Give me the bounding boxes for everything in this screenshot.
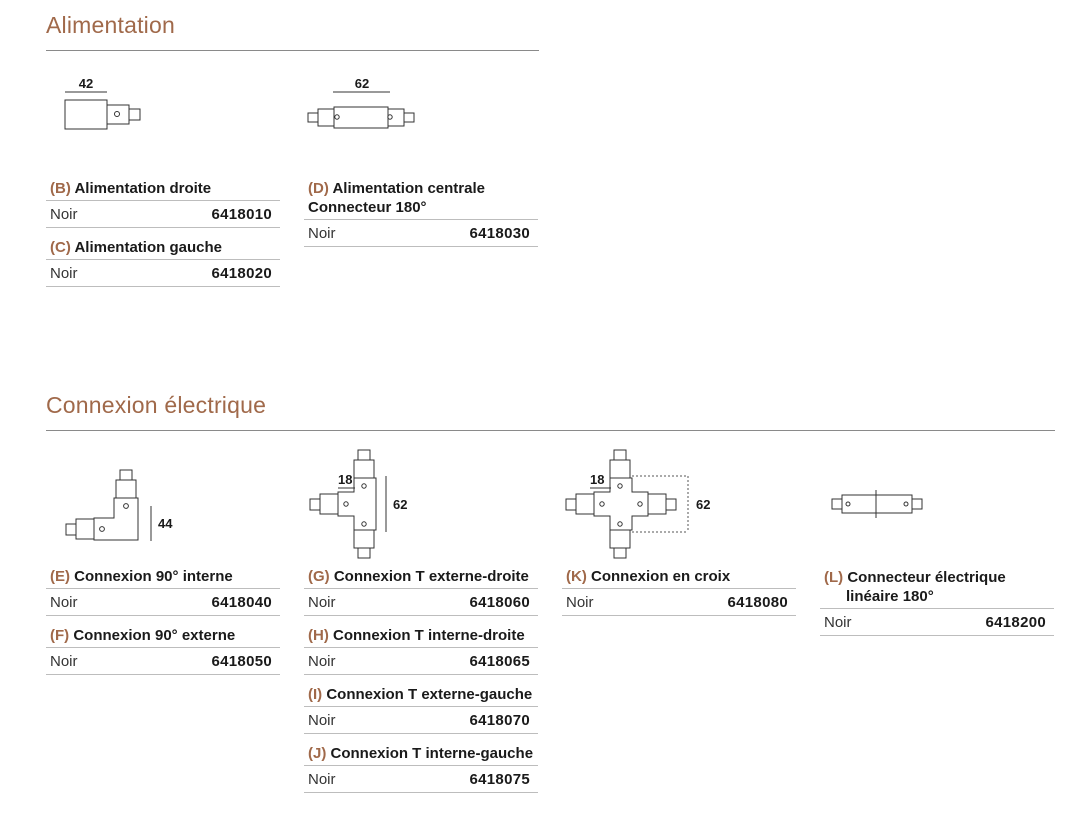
- product-title: (J) Connexion T interne-gauche: [304, 744, 538, 766]
- product-name: Connexion T interne-droite: [333, 627, 525, 644]
- product-code: (G): [308, 568, 330, 585]
- product-color: Noir: [50, 265, 78, 282]
- product-code: (I): [308, 686, 323, 703]
- product-name: Connexion en croix: [591, 568, 731, 585]
- product-color: Noir: [308, 225, 336, 242]
- product-code: (B): [50, 180, 71, 197]
- product-reference: 6418050: [211, 653, 272, 670]
- product-color: Noir: [308, 653, 336, 670]
- product-reference: 6418075: [469, 771, 530, 788]
- product-color: Noir: [50, 594, 78, 611]
- product-color: Noir: [824, 614, 852, 631]
- product-color: Noir: [50, 653, 78, 670]
- drawing-connexion-croix: 18 62: [565, 449, 710, 559]
- product-name: Connexion 90° externe: [73, 627, 236, 644]
- product-color: Noir: [308, 594, 336, 611]
- product-variant-row: Noir 6418050: [46, 648, 280, 675]
- product-name: Alimentation centrale: [332, 180, 485, 197]
- product-name: Connexion T interne-gauche: [330, 745, 534, 762]
- product-name: Connexion T externe-droite: [333, 568, 529, 585]
- product-title: (H) Connexion T interne-droite: [304, 626, 538, 648]
- drawing-connexion-t: 18 62: [309, 449, 407, 559]
- product-variant-row: Noir 6418200: [820, 609, 1054, 636]
- product-variant-row: Noir 6418040: [46, 589, 280, 616]
- product-color: Noir: [50, 206, 78, 223]
- product-title: (B) Alimentation droite: [46, 179, 280, 201]
- product-title: (G) Connexion T externe-droite: [304, 567, 538, 589]
- product-title: (C) Alimentation gauche: [46, 238, 280, 260]
- product-code: (L): [824, 569, 844, 586]
- section-title-alimentation: Alimentation: [46, 12, 175, 38]
- product-variant-row: Noir 6418010: [46, 201, 280, 228]
- product-variant-row: Noir 6418030: [304, 220, 538, 247]
- product-name: Alimentation droite: [74, 180, 212, 197]
- product-reference: 6418030: [469, 225, 530, 242]
- product-color: Noir: [308, 712, 336, 729]
- product-variant-row: Noir 6418060: [304, 589, 538, 616]
- product-code: (F): [50, 627, 70, 644]
- product-title: (I) Connexion T externe-gauche: [304, 685, 538, 707]
- product-title: (L) Connecteur électrique linéaire 180°: [820, 568, 1054, 609]
- drawing-connecteur-lineaire: [831, 490, 923, 518]
- dimension-label: 42: [79, 76, 93, 91]
- drawing-connexion-90: 44: [65, 469, 173, 541]
- dimension-label: 62: [355, 76, 369, 91]
- product-reference: 6418040: [211, 594, 272, 611]
- dimension-label: 18: [590, 472, 604, 487]
- product-e: (E) Connexion 90° interne Noir 6418040 (F…: [46, 567, 280, 675]
- drawing-alimentation-centrale: 62: [307, 76, 415, 129]
- dimension-label: 62: [696, 497, 710, 512]
- drawing-alimentation-droite: 42: [64, 76, 141, 130]
- product-name: Connexion T externe-gauche: [326, 686, 533, 703]
- product-code: (K): [566, 568, 587, 585]
- product-b: (B) Alimentation droite Noir 6418010 (C) …: [46, 179, 280, 287]
- product-code: (H): [308, 627, 329, 644]
- product-variant-row: Noir 6418080: [562, 589, 796, 616]
- product-code: (J): [308, 745, 327, 762]
- product-reference: 6418070: [469, 712, 530, 729]
- product-reference: 6418010: [211, 206, 272, 223]
- product-name: Connecteur électrique: [847, 569, 1006, 586]
- product-color: Noir: [308, 771, 336, 788]
- product-name-line2: Connecteur 180°: [308, 199, 427, 216]
- product-variant-row: Noir 6418070: [304, 707, 538, 734]
- section-divider: [46, 50, 539, 51]
- product-color: Noir: [566, 594, 594, 611]
- product-reference: 6418065: [469, 653, 530, 670]
- product-name: Alimentation gauche: [74, 239, 222, 256]
- product-code: (C): [50, 239, 71, 256]
- product-variant-row: Noir 6418020: [46, 260, 280, 287]
- product-reference: 6418200: [985, 614, 1046, 631]
- product-variant-row: Noir 6418065: [304, 648, 538, 675]
- product-reference: 6418080: [727, 594, 788, 611]
- product-name-line2: linéaire 180°: [846, 588, 934, 605]
- product-title: (E) Connexion 90° interne: [46, 567, 280, 589]
- product-code: (E): [50, 568, 70, 585]
- product-title: (F) Connexion 90° externe: [46, 626, 280, 648]
- product-title: (K) Connexion en croix: [562, 567, 796, 589]
- product-reference: 6418060: [469, 594, 530, 611]
- dimension-label: 62: [393, 497, 407, 512]
- section-divider: [46, 430, 1055, 431]
- dimension-label: 44: [158, 516, 173, 531]
- product-variant-row: Noir 6418075: [304, 766, 538, 793]
- product-code: (D): [308, 180, 329, 197]
- product-k: (K) Connexion en croix Noir 6418080: [562, 567, 796, 616]
- product-l: (L) Connecteur électrique linéaire 180° N…: [820, 568, 1054, 636]
- section-title-connexion-electrique: Connexion électrique: [46, 392, 267, 418]
- product-name: Connexion 90° interne: [74, 568, 233, 585]
- product-g-to-j: (G) Connexion T externe-droite Noir 64180…: [304, 567, 538, 793]
- dimension-label: 18: [338, 472, 352, 487]
- product-reference: 6418020: [211, 265, 272, 282]
